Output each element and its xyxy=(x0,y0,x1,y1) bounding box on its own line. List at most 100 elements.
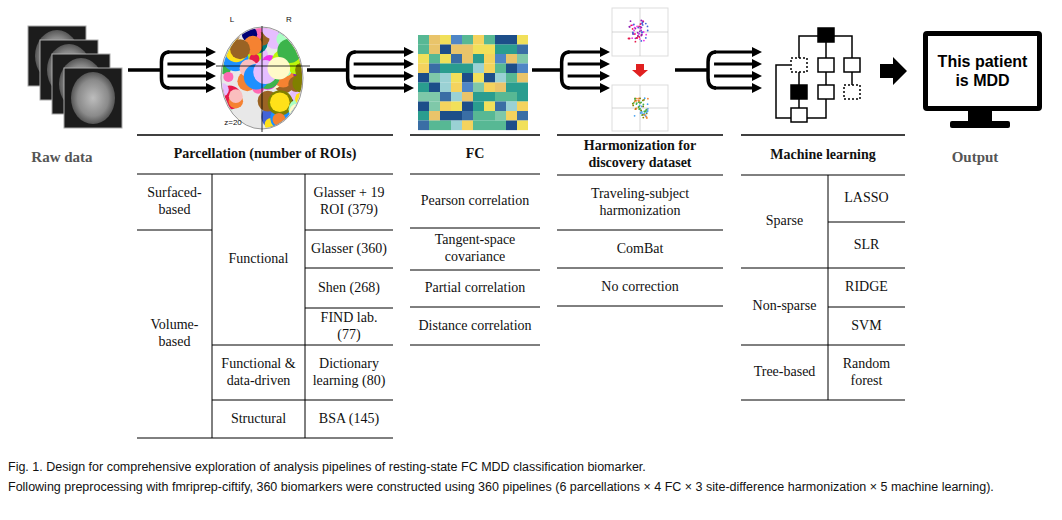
table-cell: Random forest xyxy=(828,345,905,400)
label-text: Glasser + 19 ROI (379) xyxy=(308,185,390,219)
table-cell: Functional xyxy=(212,174,305,345)
matrix-cell xyxy=(495,111,506,121)
scatter-plots xyxy=(612,8,668,131)
fan-prong xyxy=(167,87,208,90)
matrix-cell xyxy=(429,73,440,83)
parcel xyxy=(273,113,286,126)
table-cell: ComBat xyxy=(557,230,723,268)
parcel xyxy=(296,39,316,59)
label-text: Traveling-subject harmonization xyxy=(575,186,705,220)
matrix-cell xyxy=(429,92,440,102)
matrix-cell xyxy=(484,64,495,74)
matrix-cell xyxy=(473,102,484,112)
arrowhead xyxy=(206,59,216,69)
scatter-dot xyxy=(646,117,648,119)
matrix-cell xyxy=(418,92,429,102)
matrix-cell xyxy=(506,64,517,74)
scatter-dot xyxy=(640,20,642,22)
table-cell: LASSO xyxy=(828,175,905,222)
matrix-cell xyxy=(495,64,506,74)
scatter-dot xyxy=(638,33,640,35)
matrix-cell xyxy=(495,35,506,45)
table-cell: Traveling-subject harmonization xyxy=(572,175,708,230)
fan-stem xyxy=(532,68,562,72)
scatter-dot xyxy=(647,103,649,105)
label-text: Raw data xyxy=(31,148,92,166)
scatter-dot xyxy=(632,28,634,30)
scatter-dot xyxy=(636,37,638,39)
matrix-cell xyxy=(517,73,528,83)
label-text: Surfaced-based xyxy=(140,185,209,219)
matrix-cell xyxy=(506,73,517,83)
scatter-dot xyxy=(632,103,634,105)
label-text: Glasser (360) xyxy=(311,241,387,258)
label-text: Volume-based xyxy=(140,317,209,351)
matrix-cell xyxy=(484,35,495,45)
matrix-cell xyxy=(418,83,429,93)
scatter-dot xyxy=(635,41,637,43)
label-text: Tree-based xyxy=(754,364,816,381)
scatter-dot xyxy=(641,34,643,36)
table-cell: Functional & data-driven xyxy=(212,345,305,400)
matrix-cell xyxy=(451,35,462,45)
matrix-cell xyxy=(440,111,451,121)
matrix-cell xyxy=(429,111,440,121)
matrix-cell xyxy=(484,73,495,83)
arrowhead xyxy=(206,83,216,93)
scatter-dot xyxy=(634,98,636,100)
matrix-cell xyxy=(506,35,517,45)
arrowhead xyxy=(404,83,414,93)
parcel xyxy=(295,92,308,105)
scatter-dot xyxy=(630,24,632,26)
arrowhead xyxy=(404,47,414,57)
fan-prong xyxy=(167,51,208,54)
stage-label: Output xyxy=(925,145,1025,169)
matrix-cell xyxy=(495,92,506,102)
table-cell: Distance correlation xyxy=(410,307,540,345)
fan-prong xyxy=(167,63,208,66)
scatter-dot xyxy=(647,110,649,112)
label-text: Machine learning xyxy=(770,147,875,164)
parcel xyxy=(290,24,306,40)
scatter-dot xyxy=(634,115,636,117)
scatter-dot xyxy=(641,35,643,37)
matrix-cell xyxy=(462,111,473,121)
scatter-dot xyxy=(645,109,647,111)
matrix-cell xyxy=(440,83,451,93)
matrix-cell xyxy=(462,45,473,55)
label-text: Pearson correlation xyxy=(421,193,529,210)
scatter-dot xyxy=(644,114,646,116)
matrix-cell xyxy=(517,83,528,93)
arrowhead xyxy=(600,59,610,69)
orientation-label: R xyxy=(283,14,295,26)
matrix-cell xyxy=(506,54,517,64)
scatter-dot xyxy=(636,102,638,104)
scatter-dot xyxy=(638,100,640,102)
caption-text: Fig. 1. Design for comprehensive explora… xyxy=(8,458,646,476)
parcel xyxy=(230,39,250,59)
matrix-cell xyxy=(517,54,528,64)
table-cell: Sparse xyxy=(741,175,828,268)
scatter-dot xyxy=(647,30,649,32)
scatter-dot xyxy=(643,111,645,113)
scatter-dot xyxy=(640,110,642,112)
label-text: ComBat xyxy=(617,241,664,258)
scatter-dot xyxy=(633,30,635,32)
scatter-dot xyxy=(628,38,630,40)
scatter-dot xyxy=(643,40,645,42)
label-text: Dictionary learning (80) xyxy=(308,356,390,390)
matrix-cell xyxy=(517,35,528,45)
matrix-cell xyxy=(462,102,473,112)
parcel xyxy=(215,83,229,97)
label-text: L xyxy=(230,15,234,25)
caption-note: Following preprocessing with fmriprep-ci… xyxy=(8,478,1054,518)
matrix-cell xyxy=(462,64,473,74)
matrix-cell xyxy=(440,121,451,131)
scatter-dot xyxy=(638,108,640,110)
matrix-cell xyxy=(429,35,440,45)
matrix-cell xyxy=(440,64,451,74)
monitor-stand xyxy=(950,110,1010,128)
matrix-cell xyxy=(473,92,484,102)
scatter-dot xyxy=(644,111,646,113)
scatter-dot xyxy=(637,35,639,37)
